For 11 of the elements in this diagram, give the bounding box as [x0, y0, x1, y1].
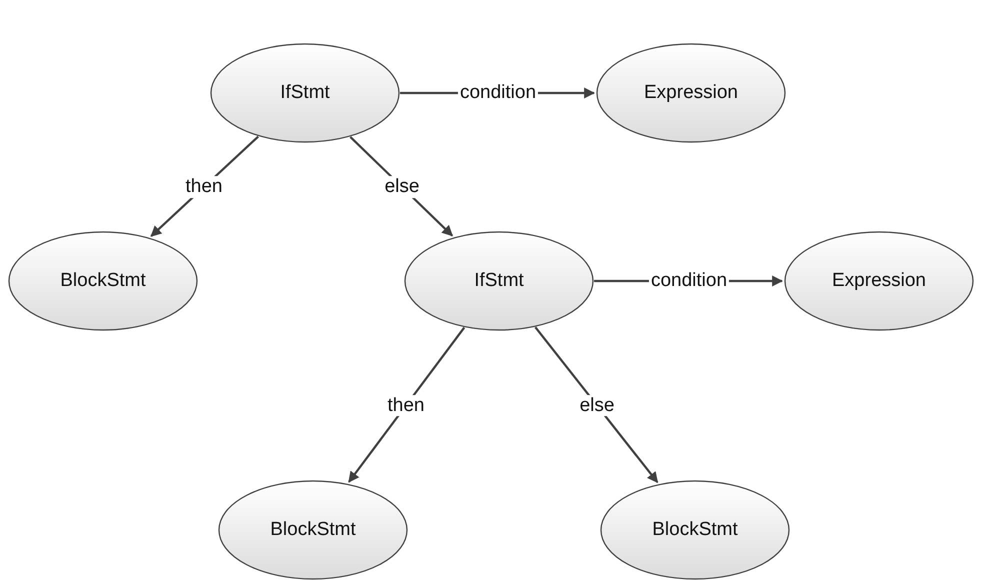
edge-label: else — [578, 394, 616, 416]
node-label: IfStmt — [474, 270, 524, 292]
node-label: Expression — [832, 270, 926, 292]
node-label: BlockStmt — [270, 519, 356, 541]
node-label: IfStmt — [280, 82, 330, 104]
edge-label: then — [184, 176, 224, 198]
node-label: BlockStmt — [60, 270, 146, 292]
edge-label: else — [382, 176, 422, 198]
node-label: Expression — [644, 82, 738, 104]
edge-label: then — [386, 394, 426, 416]
node-label: BlockStmt — [652, 519, 738, 541]
